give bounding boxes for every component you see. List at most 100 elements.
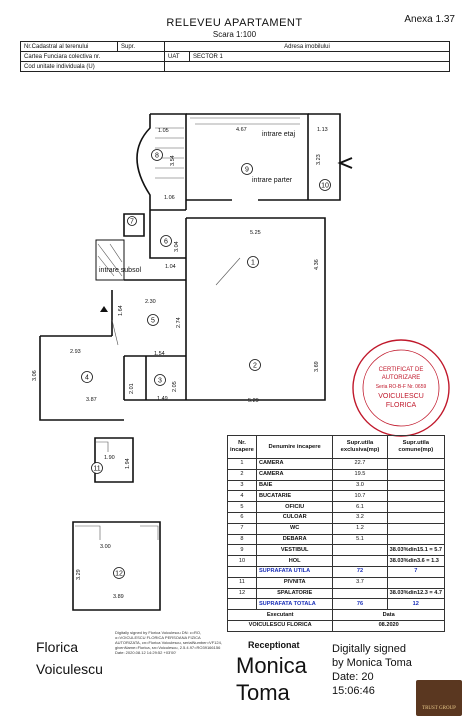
row-comun — [386, 501, 446, 513]
dim-1-49: 1.49 — [157, 396, 168, 402]
dim-1-04: 1.04 — [165, 264, 176, 270]
room-4-marker — [81, 371, 93, 383]
row-comun: 38.03%din12.3 = 4.7 — [386, 587, 446, 600]
room-number-1: 1 — [251, 260, 255, 267]
row-comun — [386, 468, 446, 481]
dim-3-54: 3.54 — [170, 155, 176, 166]
row-comun — [386, 511, 446, 524]
room-6-marker — [160, 235, 172, 247]
room-number-6: 6 — [164, 239, 168, 246]
row-name: BUCATARIE — [255, 490, 334, 503]
row-nr: 12 — [227, 587, 257, 600]
dim-2-01: 2.01 — [129, 383, 135, 394]
row-name: DEBARA — [255, 533, 334, 546]
executant-date: 08.2020 — [332, 619, 445, 632]
room-1-marker — [247, 256, 259, 268]
dim-1-13: 1.13 — [317, 127, 328, 133]
row-comun — [386, 458, 446, 470]
utila-label: SUPRAFATA UTILA — [255, 565, 334, 578]
room-number-10: 10 — [321, 183, 329, 190]
document-title: RELEVEU APARTAMENT — [166, 17, 303, 29]
signature-first-name: Florica — [36, 639, 79, 655]
totala-empty — [227, 598, 257, 611]
digital-signature-details: Digitally signed by Florica Voiculescu D… — [115, 630, 222, 655]
room-9-marker — [241, 163, 253, 175]
room-3-marker — [154, 374, 166, 386]
stamp-line-2: AUTORIZARE — [382, 375, 421, 381]
receptionat-label: Receptionat — [248, 640, 300, 650]
header-nr: Nr. incapere — [227, 435, 257, 459]
row-name: HOL — [255, 555, 334, 567]
dim-4-36: 4.36 — [314, 259, 320, 270]
row-comun — [386, 533, 446, 546]
header-comun: Supr.utila comune(mp) — [386, 435, 446, 459]
dim-1-06: 1.06 — [164, 195, 175, 201]
room-12-marker — [113, 567, 125, 579]
row-name: CAMERA — [255, 458, 334, 470]
label-intrare-subsol: intrare subsol — [99, 267, 141, 274]
stamp-line-4: VOICULESCU — [378, 393, 424, 400]
room-number-9: 9 — [245, 167, 249, 174]
row-name: CAMERA — [255, 468, 334, 481]
row-supr: 3.7 — [332, 576, 388, 589]
trust-group-logo: TRUST GROUP — [416, 680, 462, 716]
row-name: WC — [255, 522, 334, 535]
dim-3-00: 3.00 — [100, 544, 111, 550]
totala-label: SUPRAFATA TOTALA — [255, 598, 334, 611]
room-11-marker — [91, 462, 103, 474]
room-8-marker — [151, 149, 163, 161]
row-nr: 9 — [227, 544, 257, 557]
totala-comun: 12 — [386, 598, 446, 611]
authorization-stamp: CERTIFICAT DE AUTORIZARE Seria RO-B-F Nr… — [352, 339, 450, 437]
dim-5-25: 5.25 — [250, 230, 261, 236]
row-supr: 5.1 — [332, 533, 388, 546]
row-supr: 19.5 — [332, 468, 388, 481]
data-label: Data — [332, 609, 445, 621]
dim-4-67: 4.67 — [236, 127, 247, 133]
row-nr: 5 — [227, 501, 257, 513]
signature-last-name: Voiculescu — [36, 661, 103, 677]
digital-monica-line-3: Date: 20 — [332, 671, 374, 683]
row-name: SPALATORIE — [255, 587, 334, 600]
row-nr: 1 — [227, 458, 257, 470]
entrance-arrow-icon — [337, 157, 353, 169]
signature-florica: Florica Voiculescu — [36, 636, 103, 680]
room-2-marker — [249, 359, 261, 371]
room-number-4: 4 — [85, 375, 89, 382]
room-number-11: 11 — [93, 466, 100, 473]
row-supr: 3.0 — [332, 479, 388, 492]
stamp-line-5: FLORICA — [386, 402, 417, 409]
room-10-marker — [319, 179, 331, 191]
dim-3-87: 3.87 — [86, 397, 97, 403]
row-name: CULOAR — [255, 511, 334, 524]
row-nr: 2 — [227, 468, 257, 481]
room-number-8: 8 — [155, 153, 159, 160]
row-comun — [386, 522, 446, 535]
dim-3-89: 3.89 — [113, 594, 124, 600]
utila-supr: 72 — [332, 565, 388, 578]
dim-3-29: 3.29 — [76, 569, 82, 580]
row-supr: 10.7 — [332, 490, 388, 503]
dim-2-05: 2.05 — [172, 381, 178, 392]
dim-3-06: 3.06 — [32, 370, 38, 381]
rooms-table: Nr. incapere Denumire incapere Supr.util… — [226, 435, 446, 632]
totala-supr: 76 — [332, 598, 388, 611]
dim-1-54: 1.54 — [154, 351, 165, 357]
info-table: Nr.Cadastral al terenului Supr. Adresa i… — [20, 41, 450, 72]
room-number-7: 7 — [130, 219, 134, 226]
dim-5-29: 5.29 — [248, 398, 259, 404]
dim-1-05: 1.05 — [158, 128, 169, 134]
dim-1-90: 1.90 — [104, 455, 115, 461]
header-name: Denumire incapere — [255, 435, 334, 459]
